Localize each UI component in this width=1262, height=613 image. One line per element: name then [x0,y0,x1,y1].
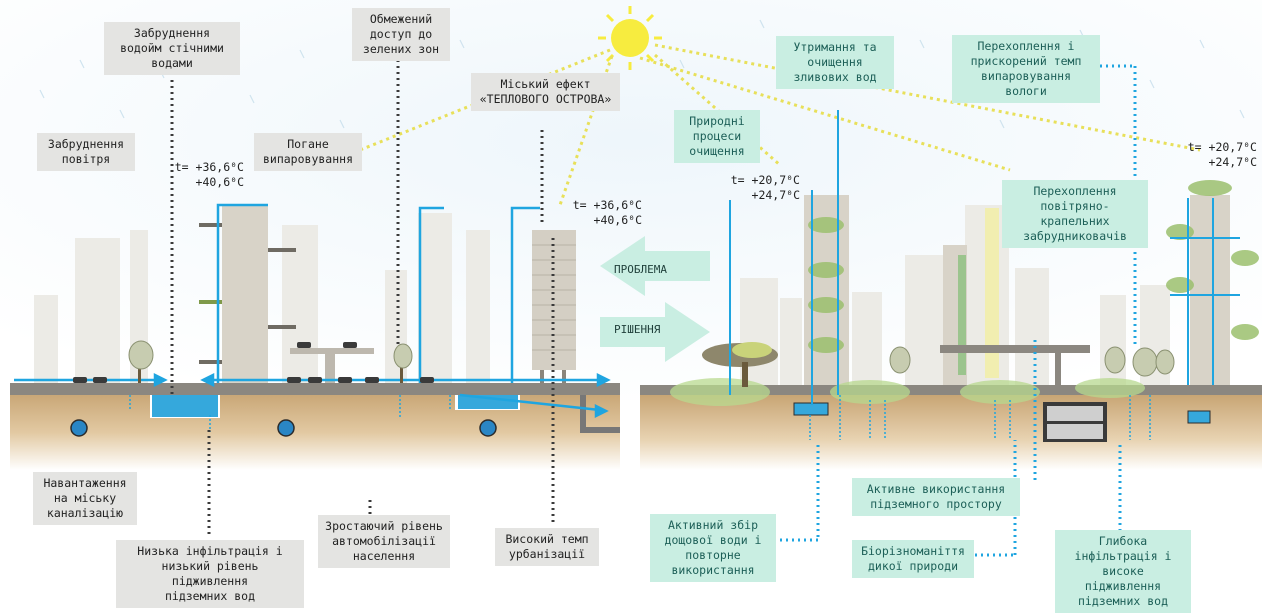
arrow-labels: ПРОБЛЕМА РІШЕННЯ [614,263,667,336]
label-water-pollution: Забруднення водойм стічними водами [104,22,240,75]
left-trees [128,340,413,383]
label-stormwater: Утримання та очищення зливових вод [776,36,894,89]
label-heat-island: Міський ефект «ТЕПЛОВОГО ОСТРОВА» [471,73,620,111]
label-interception: Перехоплення і прискорений темп випарову… [952,35,1100,103]
label-limited-green: Обмежений доступ до зелених зон [352,8,450,61]
left-road [10,383,620,395]
right-infiltration [809,395,1151,440]
label-sewer-load: Навантаження на міську каналізацію [33,472,137,525]
green-tower-2 [1190,195,1230,390]
label-low-infiltration: Низька інфільтрація і низький рівень під… [116,540,304,608]
label-airborne: Перехоплення повітряно-крапельних забруд… [1002,180,1148,248]
left-water-outlines [216,203,540,383]
label-underground: Активне використання підземного простору [852,478,1020,516]
right-road [640,385,1262,395]
label-biodiversity: Біорізноманіття дикої природи [852,540,974,578]
label-rain-collect: Активний збір дощової води і повторне ви… [650,514,776,582]
left-soil [10,395,620,470]
solution-label: РІШЕННЯ [614,323,661,336]
green-wall [985,208,999,378]
label-motorization: Зростаючий рівень автомобілізації населе… [318,515,450,568]
problem-label: ПРОБЛЕМА [614,263,667,276]
temperature-right-2: t= +20,7⁰C +24,7⁰C [1187,140,1257,169]
problem-arrow [600,236,710,296]
left-pond [152,395,218,417]
label-natural-cleaning: Природні процеси очищення [674,110,760,163]
sewer-pipes [70,419,497,437]
right-water-lines [729,110,839,405]
left-infiltration [129,395,451,432]
temperature-right-1: t= +20,7⁰C +24,7⁰C [730,173,800,202]
temperature-left-2: t= +36,6⁰C +40,6⁰C [572,198,642,227]
leader-lines-left [170,60,555,535]
label-urbanization: Високий темп урбанізації [495,528,599,566]
right-soil [640,395,1262,470]
label-poor-evaporation: Погане випаровування [254,133,362,171]
left-cars [73,342,434,383]
label-air-pollution: Забруднення повітря [37,133,135,171]
solution-arrow [600,302,710,362]
label-deep-infiltration: Глибока інфільтрація і високе підживленн… [1055,530,1191,613]
right-trees [889,346,1175,377]
temperature-left-1: t= +36,6⁰C +40,6⁰C [174,160,244,189]
